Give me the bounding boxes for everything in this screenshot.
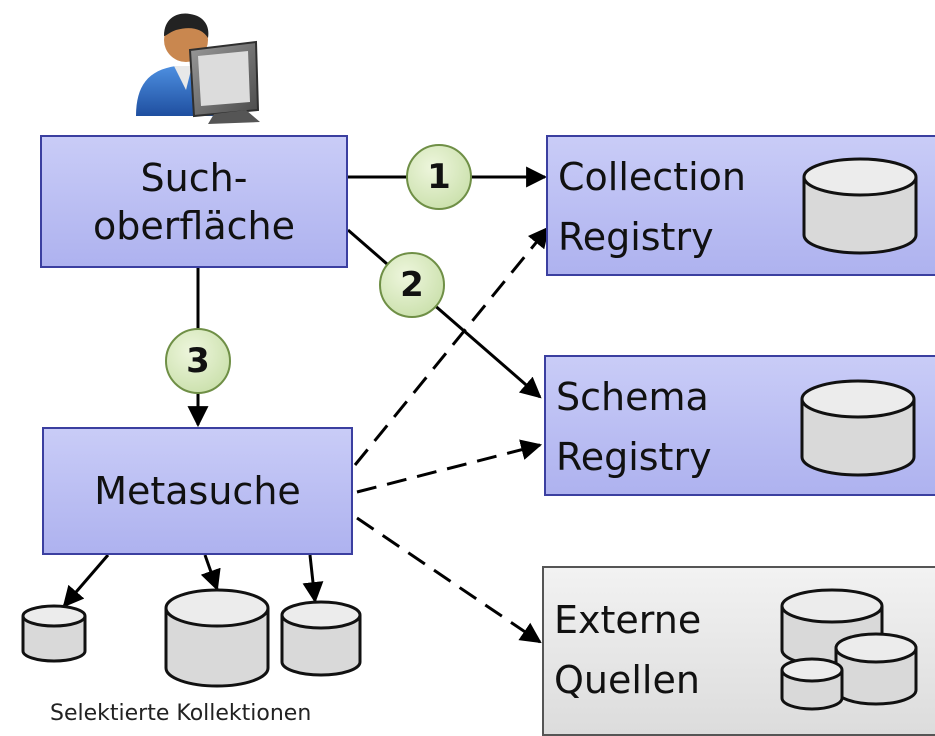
metasuche-box: Metasuche [42,427,353,555]
database-icon [780,588,918,711]
dashed-arrow-metasuche-to-schema-registry [356,439,543,494]
suchoberflaeche-box: Such- oberfläche [40,135,348,268]
selected-collections-caption: Selektierte Kollektionen [50,701,312,726]
step-badge-1: 1 [406,144,472,210]
arrow-to-collection-3 [302,554,324,604]
schema-registry-box: Schema Registry [544,355,935,496]
collection-registry-box: Collection Registry [546,135,935,276]
schema-registry-label-line1: Schema [556,375,709,419]
externe-quellen-box: Externe Quellen [542,566,935,736]
database-icon [800,379,916,477]
database-icon [164,588,270,688]
user-at-computer-icon [136,13,260,124]
collection-registry-label-line1: Collection [558,155,746,199]
collection-registry-label-line2: Registry [558,215,714,259]
schema-registry-label-line2: Registry [556,435,712,479]
suchoberflaeche-label-line2: oberfläche [93,203,295,248]
database-icon [21,604,87,663]
suchoberflaeche-label-line1: Such- [140,155,248,200]
database-icon [280,600,362,677]
externe-quellen-label-line1: Externe [554,598,702,642]
database-icon [802,157,918,255]
step-badge-2: 2 [379,252,445,318]
externe-quellen-label-line2: Quellen [554,658,700,702]
step-badge-3: 3 [165,328,231,394]
arrow-to-collection-1 [62,554,110,608]
dashed-arrow-metasuche-to-externe-quellen [356,516,542,644]
metasuche-label: Metasuche [94,469,301,513]
dashed-arrow-metasuche-to-collection-registry [353,226,550,466]
arrow-to-collection-2 [200,554,221,591]
arrow-to-schema-registry [347,228,542,399]
